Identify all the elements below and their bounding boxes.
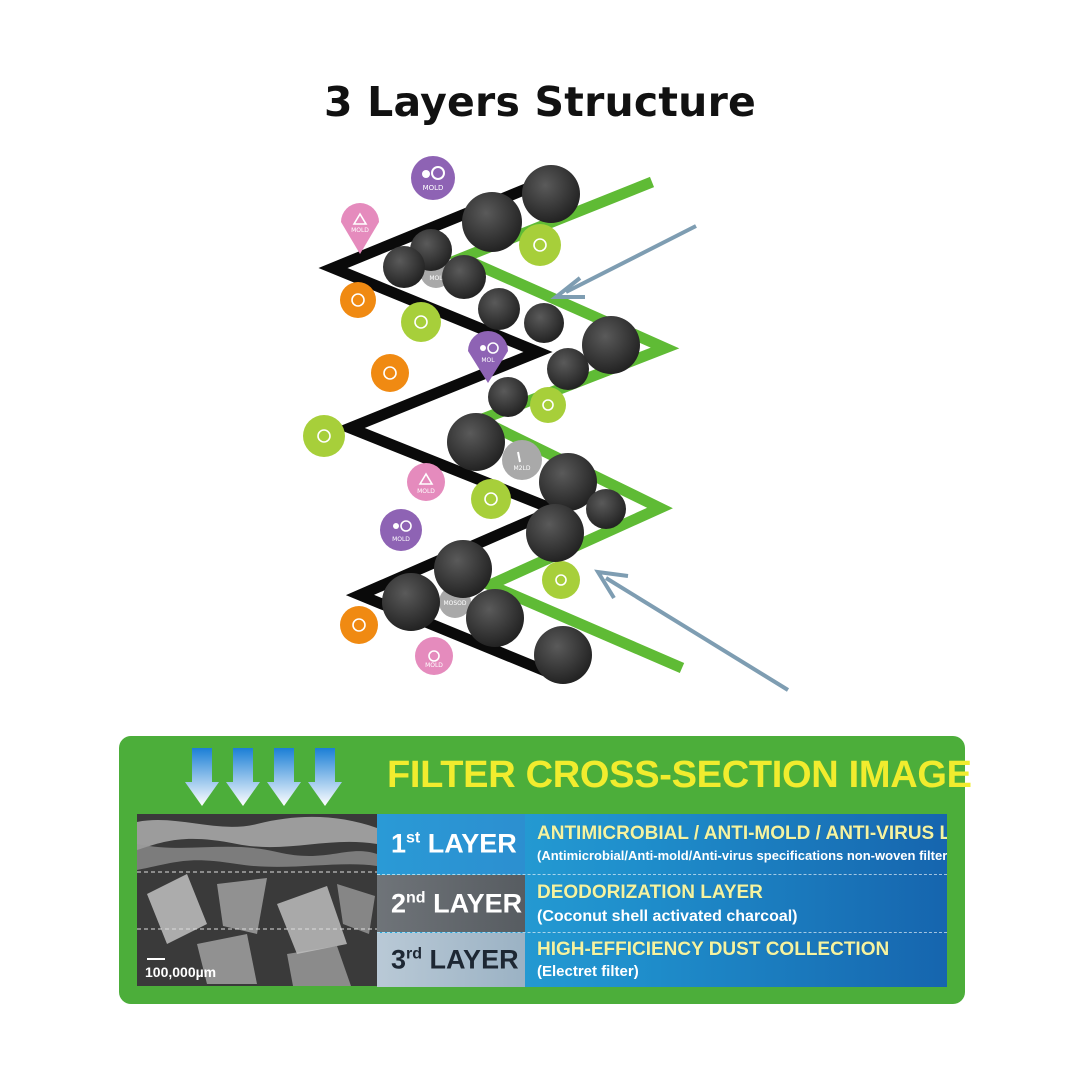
charcoal-granules	[382, 165, 640, 684]
layer-tab: 1st LAYER	[377, 814, 525, 874]
svg-text:MOL: MOL	[481, 357, 495, 364]
panel-heading: FILTER CROSS-SECTION IMAGE	[387, 754, 972, 796]
black-filter-layer	[318, 174, 570, 681]
layer-subtitle: (Electret filter)	[537, 963, 639, 980]
particle-lime	[542, 561, 580, 599]
layer-row-3: 3rd LAYER HIGH-EFFICIENCY DUST COLLECTIO…	[377, 932, 947, 987]
particle-label: MOLD	[423, 184, 444, 192]
mold-pin-purple: MOL	[468, 331, 508, 383]
layer-title: HIGH-EFFICIENCY DUST COLLECTION	[537, 939, 890, 960]
charcoal-granule	[488, 377, 528, 417]
charcoal-granule	[582, 316, 640, 374]
svg-text:MOLD: MOLD	[417, 488, 435, 495]
layer-subtitle: (Antimicrobial/Anti-mold/Anti-virus spec…	[537, 848, 947, 863]
microscope-image: 100,000µm	[137, 814, 377, 986]
svg-text:M2LD: M2LD	[514, 465, 531, 472]
pointer-arrow-upper	[550, 224, 697, 299]
charcoal-granule	[383, 246, 425, 288]
scale-bar	[147, 958, 165, 960]
svg-text:MOLD: MOLD	[351, 227, 369, 234]
charcoal-granule	[534, 626, 592, 684]
charcoal-granule	[442, 255, 486, 299]
charcoal-granule	[466, 589, 524, 647]
particle-orange	[340, 282, 376, 318]
mold-pin-pink: MOLD	[341, 203, 379, 254]
filter-cross-section-panel: FILTER CROSS-SECTION IMAGE 100,000µm 1st…	[119, 736, 972, 1004]
layer-tab: 2nd LAYER	[377, 875, 525, 933]
particle-lime	[471, 479, 511, 519]
layer-subtitle: (Coconut shell activated charcoal)	[537, 908, 798, 925]
svg-text:MOSOD: MOSOD	[443, 600, 466, 607]
layer-tab: 3rd LAYER	[377, 933, 525, 987]
layer-name: 1st LAYER	[391, 828, 517, 859]
svg-text:MOLD: MOLD	[425, 662, 443, 669]
scale-label: 100,000µm	[145, 964, 217, 980]
mold-particle-gray: M2LD	[502, 440, 542, 480]
filter-layers-diagram: MOLD MOLD MOL MOLD M2LD MOLD	[303, 156, 790, 692]
layer-list: 1st LAYER ANTIMICROBIAL / ANTI-MOLD / AN…	[377, 814, 947, 987]
airflow-arrows	[185, 748, 342, 806]
layer-row-2: 2nd LAYER DEODORIZATION LAYER (Coconut s…	[377, 874, 947, 933]
charcoal-granule	[586, 489, 626, 529]
charcoal-granule	[447, 413, 505, 471]
down-arrow-icon	[308, 748, 342, 806]
pointer-arrow-lower	[594, 569, 790, 692]
layer-title: DEODORIZATION LAYER	[537, 882, 763, 903]
charcoal-granule	[522, 165, 580, 223]
down-arrow-icon	[267, 748, 301, 806]
charcoal-granule	[382, 573, 440, 631]
charcoal-granule	[462, 192, 522, 252]
layer-name: 3rd LAYER	[391, 944, 519, 975]
particle-lime	[401, 302, 441, 342]
svg-text:MOL: MOL	[429, 275, 443, 282]
particle-orange	[371, 354, 409, 392]
mold-particle-pink: MOLD	[415, 637, 453, 675]
mold-particle-pink: MOLD	[407, 463, 445, 501]
charcoal-granule	[434, 540, 492, 598]
charcoal-granule	[547, 348, 589, 390]
particle-lime	[519, 224, 561, 266]
mold-particle-purple: MOLD	[380, 509, 422, 551]
layer-row-1: 1st LAYER ANTIMICROBIAL / ANTI-MOLD / AN…	[377, 814, 947, 874]
layer-name: 2nd LAYER	[391, 888, 523, 919]
particle-lime	[303, 415, 345, 457]
charcoal-granule	[526, 504, 584, 562]
down-arrow-icon	[226, 748, 260, 806]
particle-orange	[340, 606, 378, 644]
mold-particle-purple: MOLD	[411, 156, 455, 200]
page-title: 3 Layers Structure	[323, 78, 757, 126]
charcoal-granule	[539, 453, 597, 511]
charcoal-granule	[478, 288, 520, 330]
svg-text:MOLD: MOLD	[392, 536, 410, 543]
particle-lime	[530, 387, 566, 423]
charcoal-granule	[524, 303, 564, 343]
layer-title: ANTIMICROBIAL / ANTI-MOLD / ANTI-VIRUS L…	[537, 823, 947, 844]
down-arrow-icon	[185, 748, 219, 806]
